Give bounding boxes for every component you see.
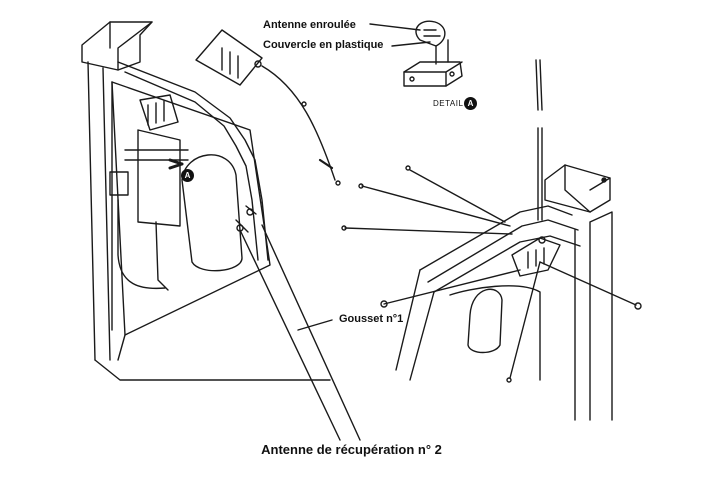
label-couvercle-plastique: Couvercle en plastique (263, 39, 384, 51)
left-cab-frame (81, 21, 361, 441)
figure-caption: Antenne de récupération n° 2 (261, 442, 442, 457)
right-cab-frame (297, 59, 642, 421)
detail-a-drawing (369, 20, 463, 87)
label-antenne-enroulee: Antenne enroulée (263, 19, 356, 31)
label-gousset: Gousset n°1 (339, 313, 404, 325)
label-detail: DETAIL (433, 99, 464, 108)
detail-callout-badge: A (464, 97, 477, 110)
main-callout-badge: A (181, 169, 194, 182)
